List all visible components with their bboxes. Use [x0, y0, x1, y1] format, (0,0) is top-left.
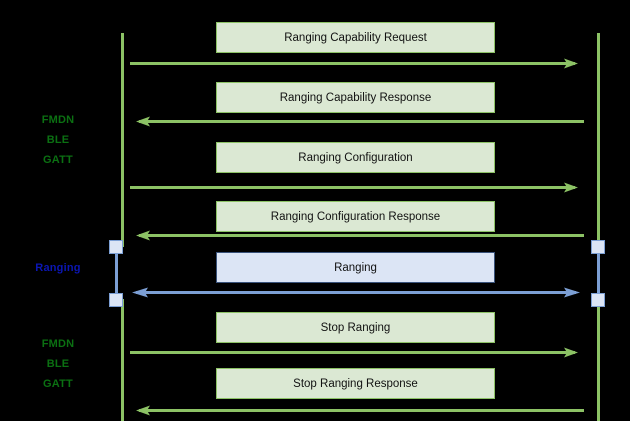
phase-label-ranging: Ranging	[35, 262, 81, 274]
lifeline-right-green-top	[597, 33, 600, 247]
activation-left-start	[109, 240, 123, 254]
phase-label-fmdn-ble-gatt-bottom: FMDN BLE GATT	[41, 338, 75, 390]
message-box-ranging-configuration-response: Ranging Configuration Response	[216, 201, 495, 232]
message-box-stop-ranging-response: Stop Ranging Response	[216, 368, 495, 399]
lifeline-right-green-bottom	[597, 299, 600, 421]
message-box-ranging-configuration: Ranging Configuration	[216, 142, 495, 173]
arrow-left-ranging-capability-response	[134, 116, 584, 127]
arrow-left-ranging-configuration-response	[134, 230, 584, 241]
activation-left-end	[109, 293, 123, 307]
lifeline-left-green-top	[121, 33, 124, 247]
lifeline-left-blue	[115, 246, 118, 300]
activation-right-end	[591, 293, 605, 307]
lifeline-right-blue	[597, 246, 600, 300]
arrow-left-stop-ranging-response	[134, 405, 584, 416]
lifeline-left-green-bottom	[121, 299, 124, 421]
message-box-ranging-capability-request: Ranging Capability Request	[216, 22, 495, 53]
arrow-right-stop-ranging	[130, 347, 580, 358]
arrow-right-ranging-configuration	[130, 182, 580, 193]
message-box-ranging-capability-response: Ranging Capability Response	[216, 82, 495, 113]
message-box-stop-ranging: Stop Ranging	[216, 312, 495, 343]
arrow-right-ranging-capability-request	[130, 58, 580, 69]
phase-label-fmdn-ble-gatt-top: FMDN BLE GATT	[41, 114, 75, 166]
message-box-ranging: Ranging	[216, 252, 495, 283]
arrow-bidirectional-ranging	[130, 287, 582, 298]
activation-right-start	[591, 240, 605, 254]
